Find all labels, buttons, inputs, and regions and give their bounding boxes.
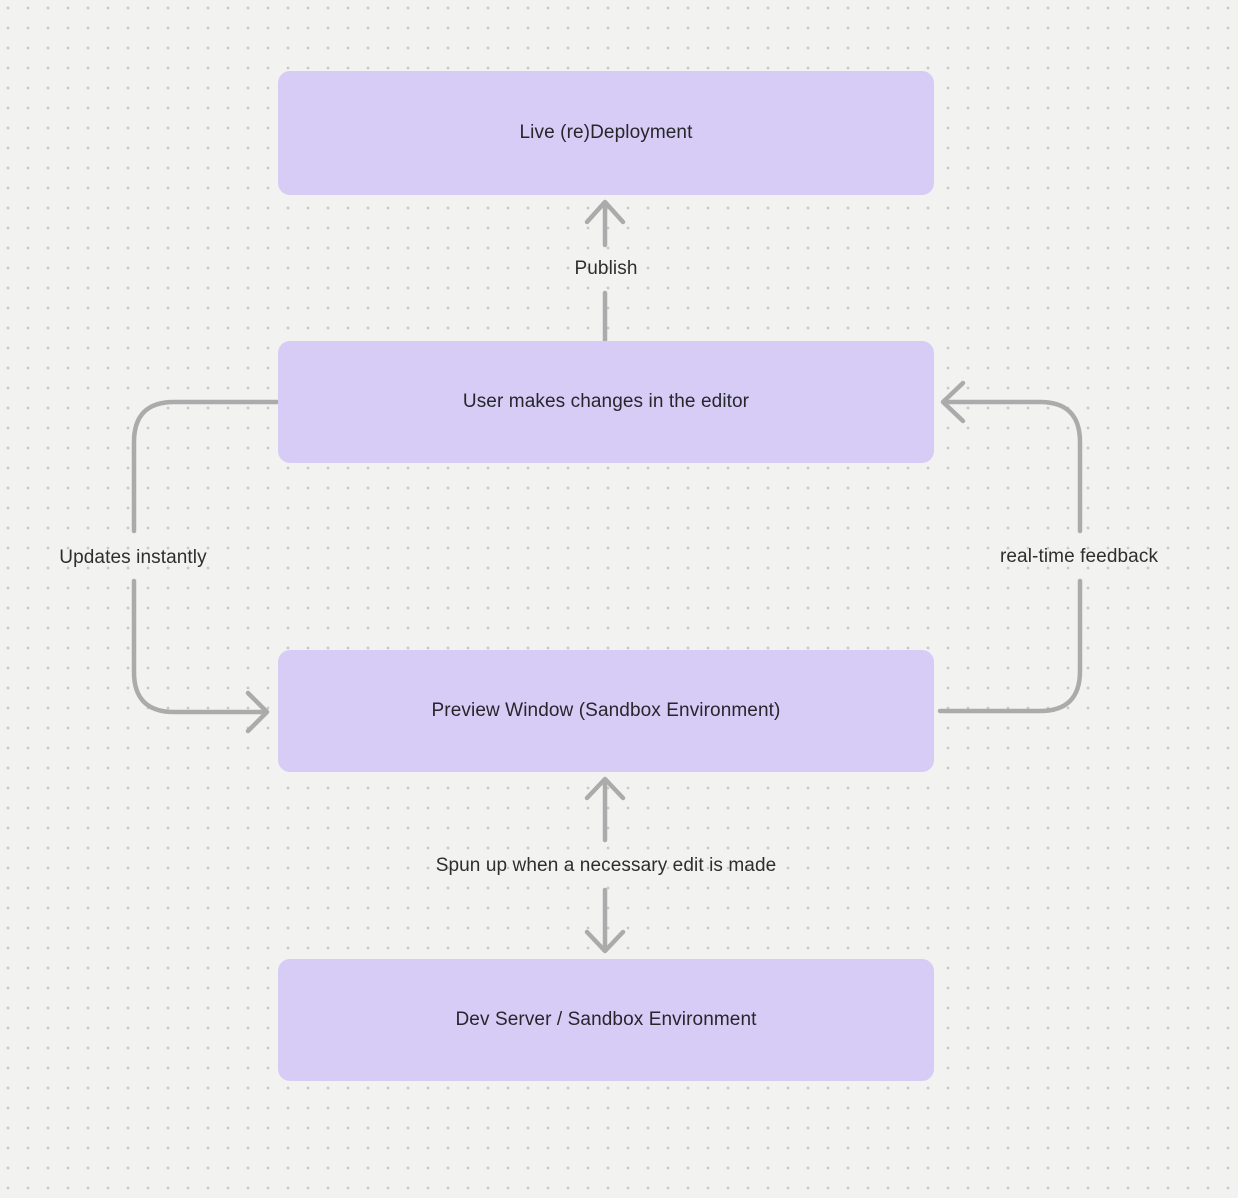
node-live-redeployment: Live (re)Deployment [278, 71, 934, 195]
edge-label-real-time-feedback: real-time feedback [999, 546, 1159, 567]
node-label: User makes changes in the editor [462, 391, 750, 412]
spun-up-arrow-up [584, 776, 626, 843]
node-user-makes-changes: User makes changes in the editor [278, 341, 934, 463]
node-dev-server: Dev Server / Sandbox Environment [278, 959, 934, 1081]
spun-up-arrow-down [584, 887, 626, 954]
edge-label-updates-instantly: Updates instantly [59, 547, 207, 568]
node-preview-window: Preview Window (Sandbox Environment) [278, 650, 934, 772]
node-label: Preview Window (Sandbox Environment) [431, 700, 781, 721]
edge-label-publish: Publish [574, 258, 638, 279]
node-label: Dev Server / Sandbox Environment [455, 1009, 757, 1030]
edge-label-spun-up: Spun up when a necessary edit is made [435, 855, 777, 876]
node-label: Live (re)Deployment [519, 122, 693, 143]
